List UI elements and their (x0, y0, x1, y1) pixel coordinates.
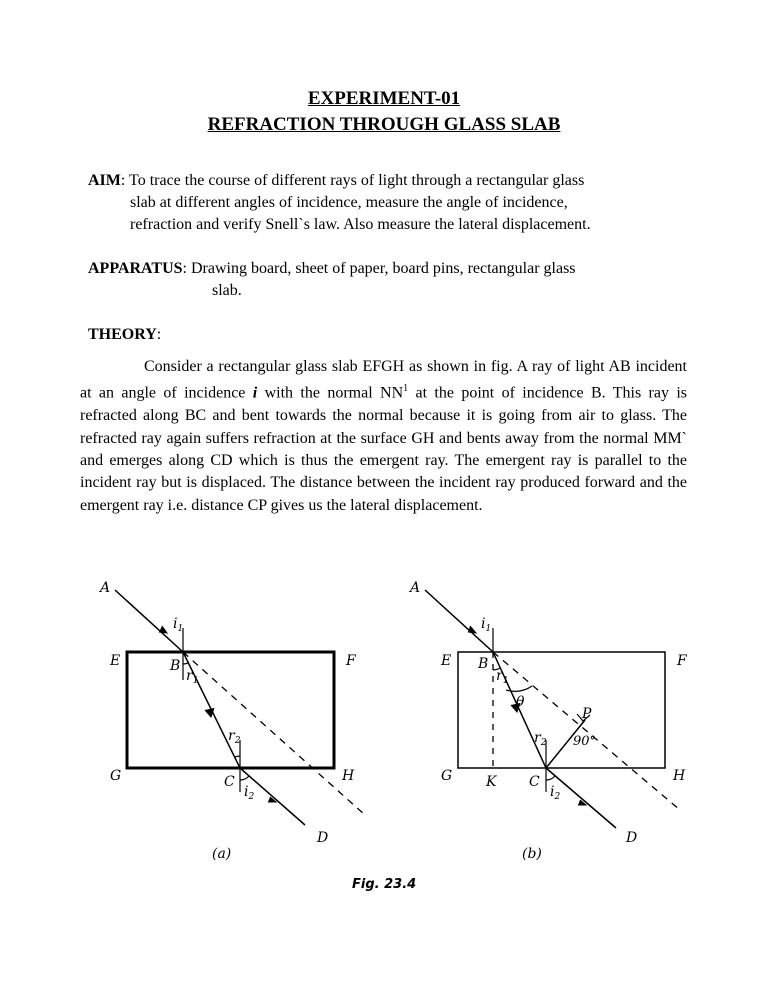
label-b-F: F (676, 653, 688, 669)
angle-arc-i2-b (545, 775, 556, 781)
apparatus-line-1: : Drawing board, sheet of paper, board p… (182, 260, 576, 277)
label-b-r1: r1 (496, 668, 508, 686)
arrow-incident-b (467, 625, 478, 634)
label-a-E: E (109, 653, 120, 669)
theory-text-1: Consider a rectangular glass slab EFGH a… (80, 358, 687, 402)
aim-line-1: : To trace the course of different rays … (120, 172, 585, 189)
figure-b (424, 589, 681, 829)
refracted-ray-b (492, 651, 547, 769)
label-a-H: H (341, 768, 355, 784)
label-a-A: A (98, 580, 110, 596)
label-b-H: H (672, 768, 686, 784)
produced-ray-b (492, 651, 681, 811)
label-b-D: D (625, 830, 637, 846)
incident-ray-b (424, 589, 494, 653)
theory-paragraph: Consider a rectangular glass slab EFGH a… (80, 356, 687, 517)
right-angle-mark-b (576, 713, 591, 722)
theory-label: THEORY (88, 326, 157, 343)
label-b-right-angle: 90° (573, 734, 596, 749)
angle-arc-r1-a (182, 662, 189, 665)
label-b-G: G (441, 768, 452, 784)
label-b-E: E (440, 653, 451, 669)
arrow-refracted-a (204, 707, 215, 718)
theory-heading: THEORY: (88, 326, 161, 344)
aim-label: AIM (88, 172, 121, 189)
emergent-ray-b (545, 767, 617, 829)
apparatus-section: APPARATUS: Drawing board, sheet of paper… (88, 258, 688, 302)
label-a-r1: r1 (186, 668, 198, 686)
theory-text-3: at the point of incidence B. This ray is… (80, 384, 688, 514)
incident-ray-a (114, 589, 184, 653)
label-a-i1: i1 (173, 616, 183, 634)
label-b-P: P (581, 706, 592, 722)
title-line-1: EXPERIMENT-01 (307, 88, 461, 109)
theory-superscript: 1 (403, 383, 409, 395)
label-b-A: A (408, 580, 420, 596)
theory-text-2: with the normal NN (264, 384, 404, 402)
label-b-i2: i2 (550, 784, 560, 802)
emergent-ray-a (239, 767, 306, 826)
arrow-refracted-b (510, 702, 521, 713)
theory-i-symbol: i (252, 384, 258, 402)
arrow-incident-a (158, 625, 169, 634)
label-b-theta: θ (516, 694, 525, 710)
label-a-C: C (224, 774, 235, 790)
arrow-emergent-b (578, 799, 588, 806)
figure-caption: Fig. 23.4 (352, 877, 416, 892)
aim-section: AIM: To trace the course of different ra… (88, 170, 688, 236)
label-a-G: G (110, 768, 121, 784)
label-a-F: F (345, 653, 357, 669)
glass-slab-a (125, 650, 336, 770)
apparatus-label: APPARATUS (88, 260, 183, 277)
displacement-cp-b (545, 719, 586, 769)
arrow-emergent-a (268, 796, 278, 803)
theory-colon: : (156, 326, 162, 343)
angle-arc-r2-a (234, 755, 241, 758)
aim-line-3: refraction and verify Snell`s law. Also … (130, 216, 591, 233)
angle-arc-r1-b (492, 667, 501, 671)
label-a-D: D (316, 830, 328, 846)
label-a-i2: i2 (244, 784, 254, 802)
label-b-B: B (477, 656, 488, 672)
label-b-r2: r2 (534, 730, 547, 748)
labels-b: A E B F G H K C P D i1 r1 θ r2 90° i2 (b… (408, 580, 688, 862)
sublabel-a: (a) (212, 846, 231, 862)
figure-a (114, 589, 366, 826)
label-b-i1: i1 (481, 616, 491, 634)
label-a-r2: r2 (228, 728, 241, 746)
glass-slab-b (457, 651, 666, 769)
angle-arc-i2-a (239, 775, 250, 781)
sublabel-b: (b) (522, 846, 542, 862)
labels-a: A E B F G H C D i1 r1 r2 i2 (a) (98, 580, 357, 862)
theta-arc-b (505, 685, 533, 692)
label-a-B: B (169, 658, 180, 674)
label-b-K: K (485, 774, 498, 790)
produced-ray-a (182, 651, 366, 816)
aim-line-2: slab at different angles of incidence, m… (130, 194, 568, 211)
label-b-C: C (529, 774, 540, 790)
title-line-2: REFRACTION THROUGH GLASS SLAB (207, 114, 561, 135)
apparatus-line-2: slab. (212, 282, 242, 299)
